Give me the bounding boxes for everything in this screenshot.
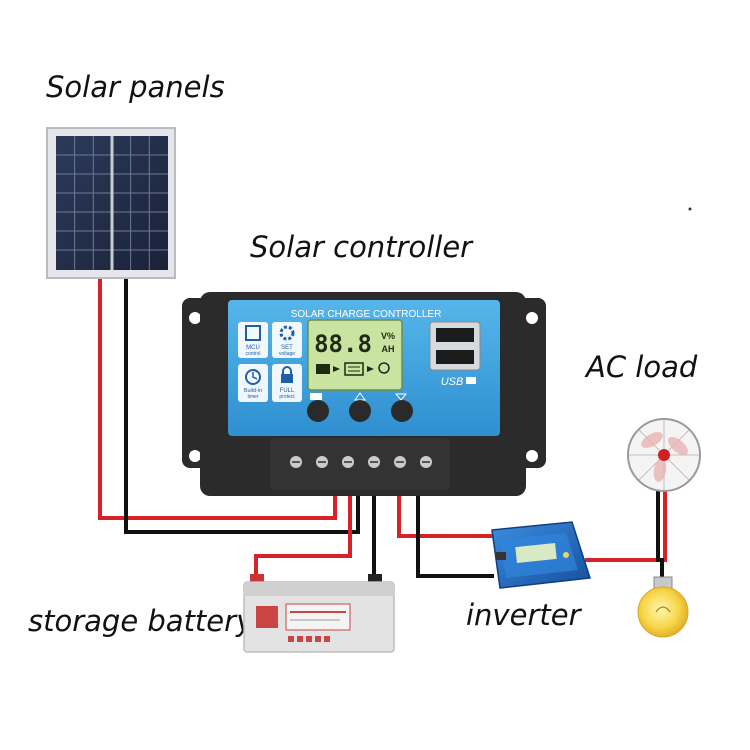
svg-text:voltage: voltage xyxy=(279,351,295,357)
svg-text:timer: timer xyxy=(247,394,258,400)
svg-text:SET: SET xyxy=(281,345,293,351)
lcd-arrow-icon xyxy=(333,366,340,372)
charge-controller: SOLAR CHARGE CONTROLLER MCU control SET … xyxy=(182,292,546,496)
controller-button-right[interactable] xyxy=(391,400,413,422)
lcd-panel-icon xyxy=(316,364,330,374)
wire-battery-positive xyxy=(254,488,352,578)
feature-mcu: MCU control xyxy=(238,322,268,358)
inverter-label: inverter xyxy=(466,598,581,632)
svg-text:Build-in: Build-in xyxy=(244,388,262,394)
lcd-arrow2-icon xyxy=(367,366,374,372)
lock-icon xyxy=(281,374,293,383)
controller-button-left[interactable] xyxy=(307,400,329,422)
feature-set-voltage: SET voltage xyxy=(272,322,302,358)
chip-icon xyxy=(245,325,261,341)
lcd-unit-bottom: AH xyxy=(382,344,395,354)
lcd-unit-top: V% xyxy=(381,331,395,341)
usb-port-2 xyxy=(436,350,474,364)
bulb-icon xyxy=(637,586,689,638)
inverter xyxy=(491,521,591,589)
wire-ac-black xyxy=(656,480,664,578)
usb-ports: USB xyxy=(429,321,481,388)
battery-logo xyxy=(256,606,278,628)
feature-full-protect: FULL protect xyxy=(272,364,302,402)
fan-hub-icon xyxy=(658,449,670,461)
solar-controller-label: Solar controller xyxy=(250,230,473,264)
usb-port-1 xyxy=(436,328,474,342)
wire-load-positive xyxy=(397,488,494,538)
terminals xyxy=(290,456,432,468)
svg-text:MCU: MCU xyxy=(246,345,260,351)
solar-panel xyxy=(46,127,176,279)
lcd-display: 88.8 V% AH xyxy=(307,319,403,391)
fan-load xyxy=(627,418,701,492)
inverter-led-icon xyxy=(563,552,569,558)
svg-text:protect: protect xyxy=(279,394,295,400)
button-down-icon xyxy=(394,393,408,401)
wire-load-negative xyxy=(416,488,494,578)
storage-battery-label: storage battery xyxy=(28,604,254,638)
wire-panel-negative xyxy=(124,278,360,534)
controller-button-middle[interactable] xyxy=(349,400,371,422)
feature-timer: Build-in timer xyxy=(238,364,268,402)
solar-panels-label: Solar panels xyxy=(46,70,225,104)
inverter-plate xyxy=(515,542,557,564)
wire-ac-red xyxy=(585,480,667,562)
lcd-bulb-icon xyxy=(378,362,390,374)
gear-icon xyxy=(279,325,295,341)
usb-label: USB xyxy=(441,376,464,388)
controller-header: SOLAR CHARGE CONTROLLER xyxy=(291,309,442,320)
wires xyxy=(98,278,667,578)
clock-icon xyxy=(245,369,261,385)
lcd-battery-icon xyxy=(344,362,364,376)
svg-text:control: control xyxy=(245,351,260,357)
speck xyxy=(688,207,692,211)
button-panel-icon xyxy=(310,393,322,400)
storage-battery xyxy=(243,574,395,653)
battery-label-plate xyxy=(285,603,351,631)
usb-plug-icon xyxy=(466,377,476,384)
lcd-digits: 88.8 xyxy=(314,330,372,358)
ac-load-label: AC load xyxy=(586,350,698,384)
svg-text:FULL: FULL xyxy=(280,388,295,394)
bulb-load xyxy=(637,576,689,638)
wire-panel-positive xyxy=(98,278,337,520)
